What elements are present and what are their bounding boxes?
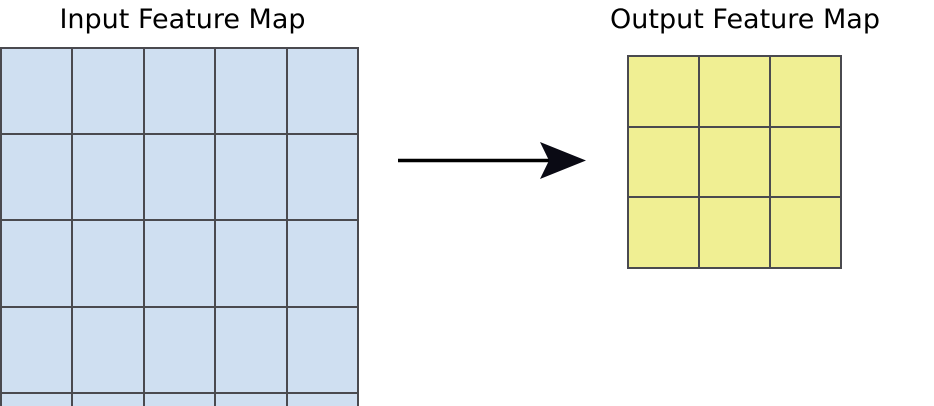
output-feature-map-grid bbox=[627, 55, 842, 269]
input-cell bbox=[144, 49, 215, 134]
arrow-head bbox=[540, 142, 586, 179]
output-feature-map-title: Output Feature Map bbox=[610, 4, 880, 35]
input-cell bbox=[2, 49, 72, 134]
input-cell bbox=[2, 307, 72, 392]
input-cell bbox=[287, 393, 357, 406]
input-cell bbox=[216, 221, 286, 306]
input-cell bbox=[2, 221, 72, 306]
output-cell bbox=[771, 127, 840, 197]
input-cell bbox=[287, 221, 357, 306]
input-cell bbox=[287, 135, 357, 220]
input-cell bbox=[216, 135, 286, 220]
output-cell bbox=[629, 127, 698, 197]
input-cell bbox=[287, 49, 357, 134]
output-cell bbox=[629, 57, 698, 126]
input-cell bbox=[216, 307, 286, 392]
input-cell bbox=[144, 307, 215, 392]
input-feature-map-grid bbox=[0, 47, 359, 406]
input-cell bbox=[73, 307, 143, 392]
input-cell bbox=[73, 221, 143, 306]
output-cell bbox=[771, 198, 840, 267]
input-cell bbox=[144, 135, 215, 220]
input-cell bbox=[73, 135, 143, 220]
output-cell bbox=[700, 57, 769, 126]
input-cell bbox=[216, 393, 286, 406]
input-feature-map-title: Input Feature Map bbox=[59, 4, 306, 35]
input-cell bbox=[216, 49, 286, 134]
output-cell bbox=[771, 57, 840, 126]
transformation-arrow-icon bbox=[398, 142, 586, 179]
output-cell bbox=[700, 198, 769, 267]
input-cell bbox=[2, 135, 72, 220]
output-cell bbox=[629, 198, 698, 267]
input-cell bbox=[2, 393, 72, 406]
input-cell bbox=[144, 221, 215, 306]
input-cell bbox=[144, 393, 215, 406]
input-cell bbox=[73, 49, 143, 134]
output-cell bbox=[700, 127, 769, 197]
input-cell bbox=[287, 307, 357, 392]
input-cell bbox=[73, 393, 143, 406]
